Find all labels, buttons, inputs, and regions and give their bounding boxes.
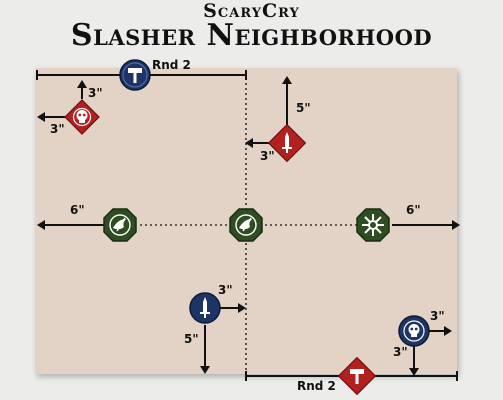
- bird-icon: [113, 217, 126, 232]
- token-blue-skull[interactable]: [398, 315, 430, 347]
- arrowhead-blueskull-down: [409, 368, 419, 376]
- distance-label: 6": [70, 203, 85, 217]
- token-blue-sword[interactable]: [189, 292, 221, 324]
- token-green-center[interactable]: [229, 208, 263, 242]
- arrowhead-green-left: [37, 220, 45, 230]
- distance-label: 3": [430, 309, 445, 323]
- distance-label: 3": [393, 345, 408, 359]
- bird-icon: [239, 217, 252, 232]
- sword-icon: [282, 132, 292, 153]
- burst-icon: [362, 214, 384, 236]
- token-red-sword[interactable]: [267, 123, 307, 163]
- distance-label: 5": [296, 101, 311, 115]
- rnd-label-top: Rnd 2: [152, 58, 191, 72]
- skull-icon: [408, 324, 420, 337]
- sword-icon: [200, 297, 210, 318]
- arrowhead-sword-up: [282, 76, 292, 84]
- token-blue-hammer[interactable]: [119, 59, 151, 91]
- token-red-skull[interactable]: [64, 99, 100, 135]
- token-green-left[interactable]: [103, 208, 137, 242]
- hammer-icon: [350, 369, 364, 384]
- arrowhead-sword-left: [245, 138, 253, 148]
- skull-icon: [76, 110, 88, 123]
- distance-label: 3": [88, 86, 103, 100]
- arrowhead-green-right: [452, 220, 460, 230]
- distance-label: 3": [50, 122, 65, 136]
- distance-label: 5": [184, 332, 199, 346]
- hammer-icon: [128, 68, 142, 83]
- arrowhead-bluesword-down: [200, 366, 210, 374]
- rnd-label-bottom: Rnd 2: [297, 379, 336, 393]
- map-title: Slasher Neighborhood: [70, 18, 433, 53]
- distance-label: 6": [406, 203, 421, 217]
- token-green-right[interactable]: [356, 208, 390, 242]
- arrowhead-blueskull-right: [444, 326, 452, 336]
- arrowhead-skull-up: [77, 80, 87, 88]
- distance-label: 3": [260, 149, 275, 163]
- token-red-hammer[interactable]: [337, 356, 377, 396]
- arrowhead-bluesword-right: [238, 303, 246, 313]
- distance-label: 3": [218, 283, 233, 297]
- map-subtitle: ScaryCry: [203, 0, 300, 22]
- arrowhead-skull-left: [37, 112, 45, 122]
